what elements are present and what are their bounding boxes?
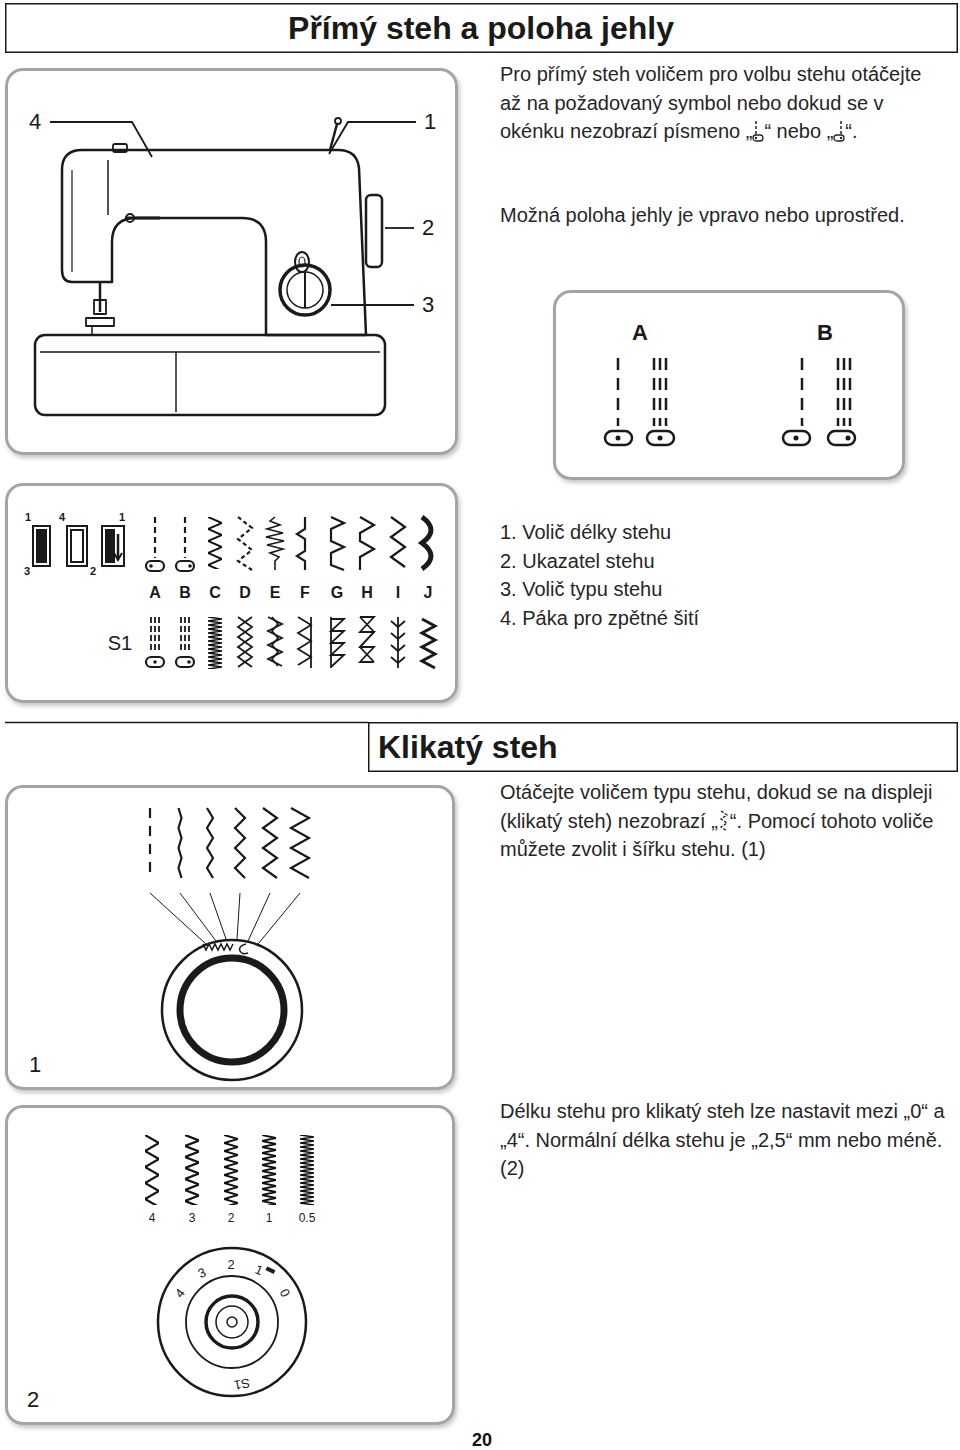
length-value: 0.5 bbox=[299, 1212, 316, 1224]
stitch-letter: J bbox=[424, 585, 433, 601]
dial-number: 3 bbox=[196, 1266, 208, 1281]
dial-number: 0 bbox=[278, 1287, 293, 1300]
length-value: 3 bbox=[189, 1212, 196, 1224]
straight-stitch-icon bbox=[752, 120, 764, 142]
stitch-chart-panel: 1 4 1 3 2A B C D E F G H I J S1 bbox=[5, 483, 458, 703]
note-text: Možná poloha jehly je vpravo nebo uprost… bbox=[500, 201, 920, 230]
heading-text: Přímý steh a poloha jehly bbox=[288, 12, 674, 44]
instruction-text: “ nebo „ bbox=[764, 120, 833, 142]
needle-position-panel: AB bbox=[553, 290, 905, 480]
length-value: 4 bbox=[149, 1212, 156, 1224]
stitch-letter: F bbox=[300, 585, 310, 601]
zigzag-width-panel: 1 bbox=[5, 785, 455, 1090]
note-text: Možná poloha jehly je vpravo nebo uprost… bbox=[500, 204, 905, 226]
instruction-text: Délku stehu pro klikatý steh lze nastavi… bbox=[500, 1097, 955, 1183]
symbol-number: 1 bbox=[25, 512, 31, 523]
instruction-text: “. bbox=[845, 120, 857, 142]
callout-number: 3 bbox=[422, 294, 434, 316]
length-value: 1 bbox=[266, 1212, 273, 1224]
stitch-letter: G bbox=[331, 585, 343, 601]
stitch-letter: C bbox=[209, 585, 221, 601]
symbol-number: 4 bbox=[59, 512, 65, 523]
stitch-letter: E bbox=[270, 585, 281, 601]
symbol-number: 2 bbox=[90, 566, 96, 577]
instruction-text: Otáčejte voličem typu stehu, dokud se na… bbox=[500, 778, 955, 864]
figure-number: 1 bbox=[29, 1054, 41, 1076]
parts-list: 1. Volič délky stehu 2. Ukazatel stehu 3… bbox=[500, 518, 940, 632]
figure-number: 2 bbox=[27, 1389, 39, 1411]
stitch-letter: H bbox=[361, 585, 373, 601]
dial-number: 1 bbox=[253, 1263, 265, 1278]
instruction-text: Pro přímý steh voličem pro volbu stehu o… bbox=[500, 60, 945, 146]
stitch-length-panel: 43210.543210S12 bbox=[5, 1105, 455, 1425]
callout-number: 1 bbox=[424, 111, 436, 133]
stitch-letter: B bbox=[179, 585, 191, 601]
dial-number: 2 bbox=[227, 1258, 234, 1271]
heading-text: Klikatý steh bbox=[378, 731, 558, 763]
zigzag-icon bbox=[718, 810, 730, 832]
part-name: 3. Volič typu stehu bbox=[500, 575, 940, 604]
straight-stitch-icon bbox=[833, 120, 845, 142]
stitch-letter: A bbox=[149, 585, 161, 601]
dial-number: 4 bbox=[173, 1286, 188, 1300]
machine-panel: 4 1 2 3 bbox=[5, 68, 458, 455]
stitch-group-label: S1 bbox=[108, 633, 132, 653]
length-value: 2 bbox=[228, 1212, 235, 1224]
dial-number: S1 bbox=[233, 1376, 251, 1392]
part-name: 1. Volič délky stehu bbox=[500, 518, 940, 547]
part-name: 4. Páka pro zpětné šití bbox=[500, 604, 940, 633]
instruction-text: Délku stehu pro klikatý steh lze nastavi… bbox=[500, 1100, 945, 1179]
position-letter: A bbox=[632, 322, 648, 344]
stitch-letter: I bbox=[396, 585, 400, 601]
callout-number: 2 bbox=[422, 217, 434, 239]
heading-box: Přímý steh a poloha jehly bbox=[5, 3, 958, 53]
symbol-number: 1 bbox=[119, 512, 125, 523]
page-number: 20 bbox=[472, 1430, 492, 1450]
part-name: 2. Ukazatel stehu bbox=[500, 547, 940, 576]
symbol-number: 3 bbox=[24, 566, 30, 577]
callout-number: 4 bbox=[29, 111, 41, 133]
position-letter: B bbox=[817, 322, 833, 344]
instruction-text: Pro přímý steh voličem pro volbu stehu o… bbox=[500, 63, 921, 142]
heading-box: Klikatý steh bbox=[368, 722, 958, 772]
stitch-letter: D bbox=[239, 585, 251, 601]
